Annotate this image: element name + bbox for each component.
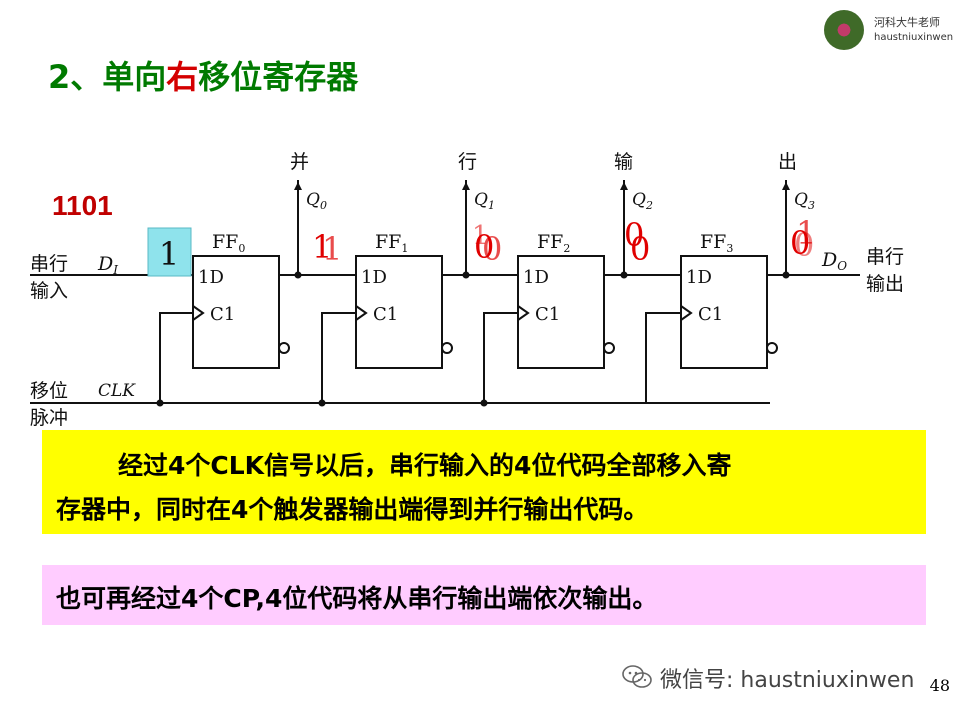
red-digit-9: 0: [794, 226, 814, 264]
red-digit-0: 1: [312, 228, 332, 266]
channel-logo: 河科大牛老师 haustniuxinwen: [824, 8, 954, 52]
q-label-3: Q3: [794, 190, 815, 212]
flipflop-c-pin-1: C1: [373, 304, 398, 325]
input-bit: 1: [159, 235, 179, 273]
serial-output-label-2: 输出: [866, 273, 904, 295]
q-label-2: Q2: [632, 190, 653, 212]
shift-pulse-label-2: 脉冲: [30, 407, 68, 429]
red-digit-7: 0: [790, 224, 810, 262]
wechat-icon: [622, 665, 652, 688]
red-digit-5: 0: [624, 216, 644, 254]
flipflop-name-3: FF3: [700, 231, 733, 255]
flipflop-d-pin-2: 1D: [523, 267, 549, 288]
logo-name: 河科大牛老师: [874, 16, 940, 29]
flipflop-c-pin-0: C1: [210, 304, 235, 325]
flipflop-c-pin-2: C1: [535, 304, 560, 325]
circuit-junctions: [156, 182, 790, 407]
note-line-1: 经过4个CLK信号以后，串行输入的4位代码全部移入寄: [118, 451, 732, 480]
flipflop-name-0: FF0: [212, 231, 245, 255]
circuit-wires: [30, 180, 860, 404]
note-line-2: 存器中，同时在4个触发器输出端得到并行输出代码。: [56, 495, 649, 524]
red-digit-8: 1: [796, 214, 816, 252]
red-digit-3: 0: [482, 230, 502, 268]
q-label-1: Q1: [474, 190, 495, 212]
flipflop-d-pin-1: 1D: [361, 267, 387, 288]
avatar: [824, 10, 864, 50]
q-label-0: Q0: [306, 190, 327, 212]
note-line-3: 也可再经过4个CP,4位代码将从串行输出端依次输出。: [56, 584, 658, 613]
sequence-label: 1101: [52, 190, 113, 221]
flipflop-d-pin-0: 1D: [198, 267, 224, 288]
serial-output-label-1: 串行: [866, 246, 904, 268]
flipflop-c-pin-3: C1: [698, 304, 723, 325]
serial-input-label-2: 输入: [30, 280, 68, 302]
serial-input-symbol: DI: [97, 253, 118, 277]
flipflop-d-pin-3: 1D: [686, 267, 712, 288]
red-digit-2: 0: [474, 228, 494, 266]
parallel-output-char-0: 并: [290, 151, 309, 173]
clock-symbol: CLK: [98, 381, 136, 401]
logo-handle: haustniuxinwen: [874, 32, 954, 43]
shift-pulse-label-1: 移位: [30, 380, 68, 402]
page-title: 2、单向右移位寄存器: [48, 58, 359, 96]
wechat-watermark: 微信号: haustniuxinwen: [660, 668, 915, 693]
parallel-output-char-2: 输: [614, 151, 633, 173]
shift-register-diagram: 1 1101 串行 输入 移位 脉冲 DI CLK DO 串行 输出 并 行 输…: [30, 151, 904, 429]
explanation-note-pink: 也可再经过4个CP,4位代码将从串行输出端依次输出。: [42, 565, 926, 625]
serial-output-symbol: DO: [821, 249, 847, 273]
red-digit-1: 1: [322, 230, 342, 268]
flipflop-name-2: FF2: [537, 231, 570, 255]
serial-input-label-1: 串行: [30, 253, 68, 275]
page-number: 48: [929, 676, 950, 695]
flipflop-name-1: FF1: [375, 231, 408, 255]
red-digit-4: 1: [472, 221, 489, 251]
parallel-output-char-1: 行: [458, 151, 477, 173]
input-bit-box: [147, 227, 192, 277]
explanation-note-yellow: 经过4个CLK信号以后，串行输入的4位代码全部移入寄 存器中，同时在4个触发器输…: [42, 430, 926, 534]
red-digit-6: 0: [630, 230, 650, 268]
parallel-output-char-3: 出: [778, 151, 797, 173]
